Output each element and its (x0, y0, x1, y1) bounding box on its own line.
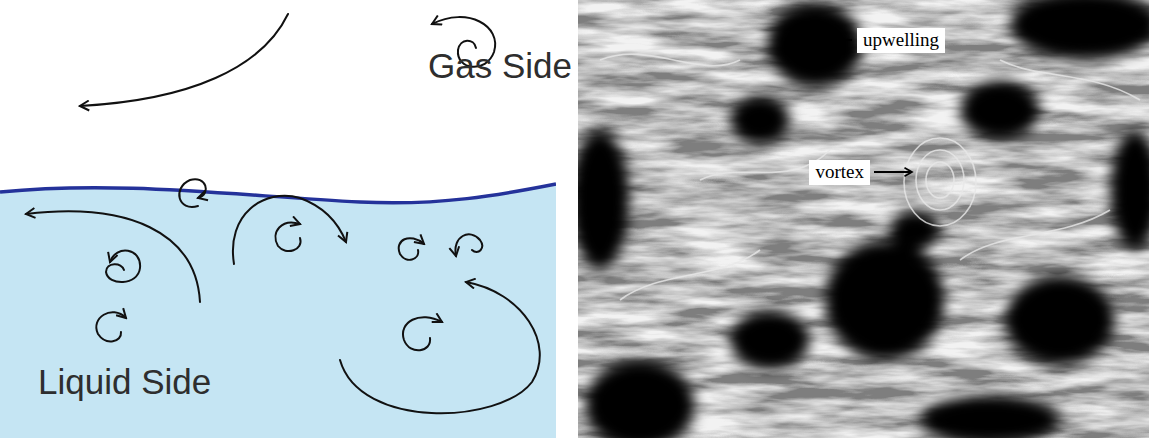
photo-label: upwelling (857, 28, 945, 53)
region-label: Gas Side (428, 46, 572, 86)
liquid-region (0, 184, 556, 438)
region-label-text: Gas Side (428, 46, 572, 85)
region-label: Liquid Side (38, 362, 211, 402)
interface-line (0, 184, 556, 203)
photo-label-text: vortex (815, 161, 864, 182)
surface-photo (578, 0, 1149, 438)
leader-arrow (791, 39, 852, 41)
leader-arrow (874, 171, 912, 173)
photo-label-text: upwelling (863, 29, 939, 50)
region-label-text: Liquid Side (38, 362, 211, 401)
photo-label: vortex (809, 160, 870, 185)
